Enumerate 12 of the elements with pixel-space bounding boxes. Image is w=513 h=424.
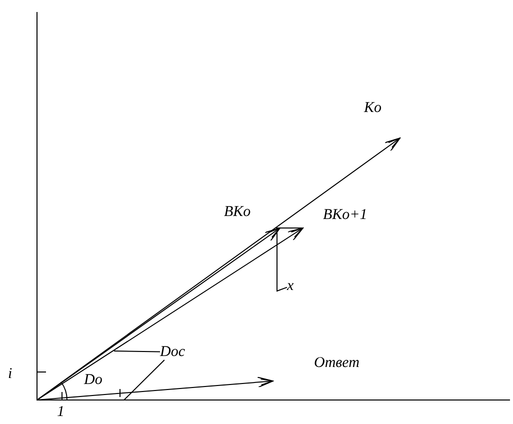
leader-line [124, 360, 165, 400]
variable-label: Doc [160, 344, 185, 360]
vector-label: BKo+1 [323, 207, 368, 223]
axis-label: 1 [57, 404, 64, 420]
vector-label: Ответ [314, 355, 360, 371]
angle-label: Do [84, 372, 102, 388]
leader-line [276, 230, 288, 292]
vector-label: BKo [224, 204, 251, 220]
axis-label: i [8, 366, 12, 382]
variable-label: x [287, 278, 294, 294]
leader-line [114, 350, 160, 352]
vector-label: Ko [364, 100, 382, 116]
